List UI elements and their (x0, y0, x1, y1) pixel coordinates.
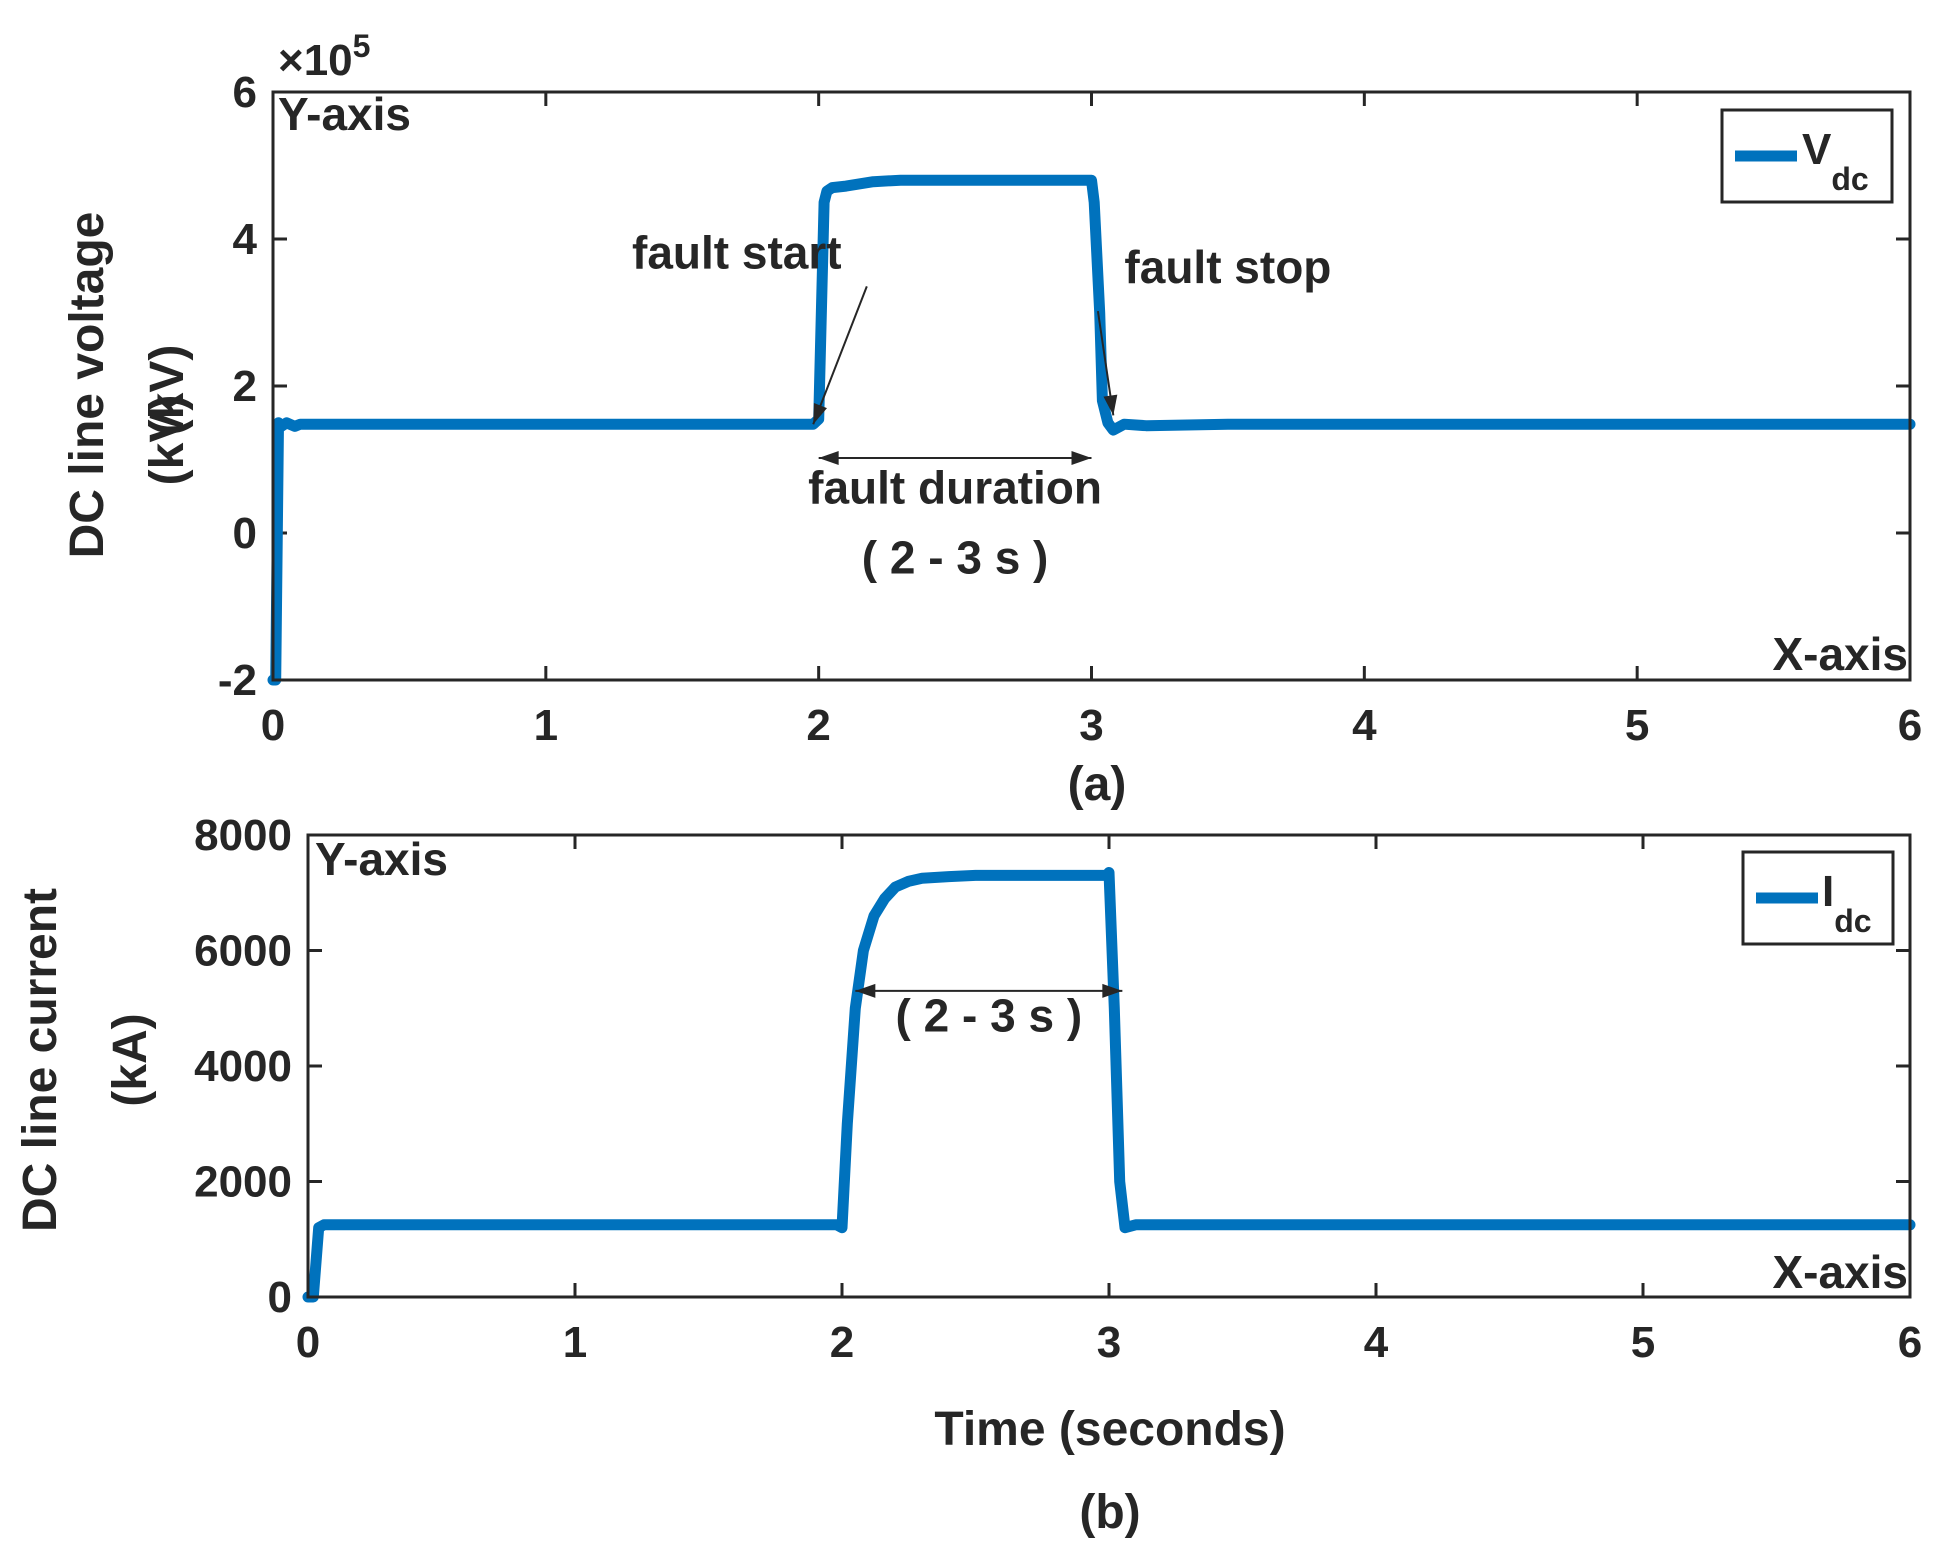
panel-b-x-ticks: 0 1 2 3 4 5 6 (296, 835, 1922, 1367)
annotation-fault-duration-arrowhead-right (1071, 451, 1092, 466)
panel-b-ylabel-unit: (kA) (104, 1013, 157, 1106)
panel-a-ylabel-unit: (kV) (141, 395, 194, 486)
panel-a-ytick-label: 2 (233, 362, 257, 411)
panel-b-xtick-label: 3 (1097, 1318, 1121, 1367)
panel-b-corner-x-label: X-axis (1772, 1246, 1908, 1298)
panel-b-legend-subscript: dc (1834, 903, 1871, 939)
panel-a-ytick-label: 6 (233, 68, 257, 117)
annotation-fault-start-arrow (812, 286, 868, 425)
panel-b-ytick-label: 6000 (194, 927, 292, 976)
panel-a-legend: Vdc (1720, 108, 1894, 204)
panel-a-y-exponent-power: 5 (353, 28, 371, 64)
panel-b-ytick-label: 8000 (194, 811, 292, 860)
panel-b-xtick-label: 4 (1364, 1318, 1389, 1367)
panel-a-y-exponent-base: ×10 (278, 36, 353, 85)
panel-b-ytick-label: 4000 (194, 1042, 292, 1091)
panel-a-xtick-label: 6 (1898, 701, 1922, 750)
panel-b-legend-name: I (1822, 867, 1834, 916)
annotation-b-duration-range: ( 2 - 3 s ) (896, 989, 1083, 1041)
panel-b-legend-entry: Idc (1822, 867, 1872, 939)
panel-b-axes-frame (306, 833, 1912, 1299)
panel-b-xtick-label: 5 (1631, 1318, 1655, 1367)
panel-b-xtick-label: 0 (296, 1318, 320, 1367)
panel-a-xtick-label: 5 (1625, 701, 1649, 750)
panel-a-ytick-label: 4 (233, 215, 258, 264)
panel-b-series-idc-line (302, 867, 1916, 1303)
annotation-fault-start: fault start (632, 226, 842, 278)
panel-a-xtick-label: 1 (534, 701, 558, 750)
panel-b-xtick-label: 1 (563, 1318, 587, 1367)
panel-a-ylabel: DC line voltage (61, 212, 114, 559)
panel-a-y-exponent: ×105 (278, 28, 370, 85)
panel-b-xlabel: Time (seconds) (934, 1403, 1285, 1456)
panel-a-ylabel-unit-overlap: (kV) (141, 345, 194, 436)
panel-a-ytick-label: 0 (233, 509, 257, 558)
panel-a-caption: (a) (1068, 758, 1127, 811)
panel-b-ylabel: DC line current (14, 888, 67, 1232)
panel-b-xtick-label: 6 (1898, 1318, 1922, 1367)
annotation-b-duration-arrowhead-left (855, 983, 876, 998)
panel-a-legend-name: V (1802, 125, 1832, 174)
panel-b-current: DC line current (kA) 0 2000 4000 6000 8000 0… (14, 811, 1922, 1539)
panel-b-corner-y-label: Y-axis (315, 833, 448, 885)
panel-b-ytick-label: 0 (268, 1273, 292, 1322)
panel-b-y-ticks: 0 2000 4000 6000 8000 (194, 811, 1910, 1322)
panel-a-legend-entry: Vdc (1802, 125, 1869, 197)
panel-a-series-vdc-line (267, 174, 1916, 686)
annotation-fault-stop-arrowhead (1103, 394, 1118, 416)
panel-a-xtick-label: 2 (806, 701, 830, 750)
annotation-b-duration-arrowhead-right (1102, 983, 1123, 998)
annotation-fault-duration-arrowhead-left (818, 451, 839, 466)
panel-a-corner-x-label: X-axis (1772, 628, 1908, 680)
panel-b-caption: (b) (1079, 1486, 1140, 1539)
panel-b-ytick-label: 2000 (194, 1158, 292, 1207)
annotation-fault-duration-range: ( 2 - 3 s ) (862, 531, 1049, 583)
panel-a-xtick-label: 4 (1352, 701, 1377, 750)
panel-a-axes-frame (271, 90, 1912, 682)
panel-a-legend-subscript: dc (1831, 161, 1868, 197)
panel-b-xtick-label: 2 (830, 1318, 854, 1367)
annotation-fault-stop: fault stop (1124, 241, 1331, 293)
panel-a-y-ticks: -2 0 2 4 6 (218, 68, 1910, 705)
annotation-fault-start-arrowhead (813, 403, 827, 425)
panel-a-x-ticks: 0 1 2 3 4 5 6 (261, 92, 1922, 750)
panel-a-xtick-label: 3 (1079, 701, 1103, 750)
panel-b-legend: Idc (1741, 850, 1895, 946)
panel-a-corner-y-label: Y-axis (278, 88, 411, 140)
annotation-fault-duration: fault duration (808, 462, 1102, 514)
panel-a-xtick-label: 0 (261, 701, 285, 750)
panel-a-ytick-label: -2 (218, 656, 257, 705)
